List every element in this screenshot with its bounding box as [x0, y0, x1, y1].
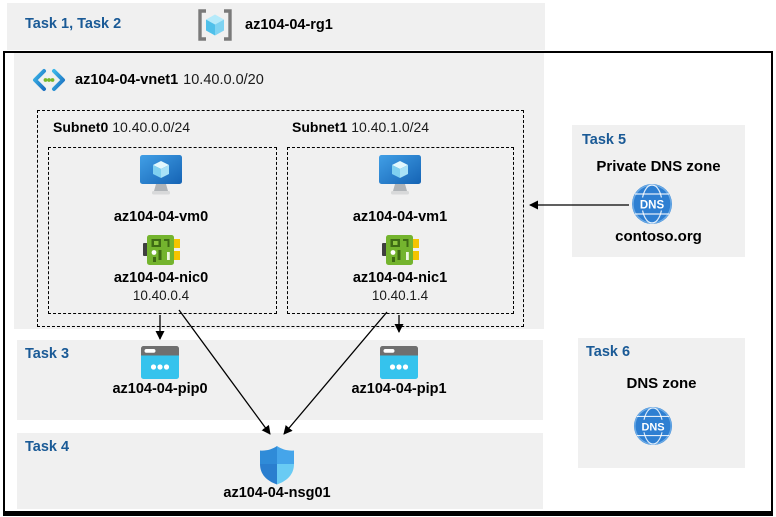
- private-dns-zone-title: Private DNS zone: [596, 158, 721, 175]
- nic1-ip: 10.40.1.4: [371, 288, 429, 303]
- subnet0-inner-box: [48, 147, 277, 314]
- nic1-icon: [382, 235, 419, 265]
- vm1-icon: [379, 155, 421, 195]
- nic0-name: az104-04-nic0: [113, 270, 209, 286]
- nic0-icon: [143, 235, 180, 265]
- vnet-box: [14, 53, 544, 329]
- pip1-name: az104-04-pip1: [351, 381, 447, 397]
- private-dns-zone-name: contoso.org: [615, 228, 702, 245]
- task3-label: Task 3: [25, 346, 70, 362]
- resource-group-name: az104-04-rg1: [245, 17, 333, 33]
- nic1-name: az104-04-nic1: [352, 270, 448, 286]
- resource-group-icon: [198, 9, 232, 41]
- nic0-ip: 10.40.0.4: [132, 288, 190, 303]
- virtual-network-icon: [33, 69, 65, 91]
- resource-group-band: [7, 3, 545, 50]
- network-security-group-shield-icon: [260, 446, 294, 485]
- svg-text:DNS: DNS: [641, 421, 664, 433]
- vm0-name: az104-04-vm0: [113, 209, 209, 225]
- vm0-icon: [140, 155, 182, 195]
- private-dns-zone-icon: DNS: [632, 184, 672, 224]
- vm1-name: az104-04-vm1: [352, 209, 448, 225]
- vnet-name: az104-04-vnet1: [75, 72, 179, 88]
- nsg-name: az104-04-nsg01: [223, 485, 331, 501]
- vnet-cidr: 10.40.0.0/20: [183, 72, 264, 88]
- svg-text:DNS: DNS: [640, 200, 665, 212]
- task6-label: Task 6: [586, 344, 631, 360]
- dns-zone-title: DNS zone: [626, 375, 697, 392]
- pip0-name: az104-04-pip0: [112, 381, 208, 397]
- dns-zone-icon: DNS: [633, 406, 673, 446]
- task3-band: [17, 340, 543, 420]
- task4-label: Task 4: [25, 439, 70, 455]
- subnets-container: [37, 110, 524, 327]
- task12-label: Task 1, Task 2: [25, 16, 122, 32]
- pip0-icon: [141, 346, 179, 379]
- pip1-icon: [380, 346, 418, 379]
- subnet1-inner-box: [287, 147, 514, 314]
- task6-box: [578, 338, 745, 468]
- task5-label: Task 5: [582, 132, 627, 148]
